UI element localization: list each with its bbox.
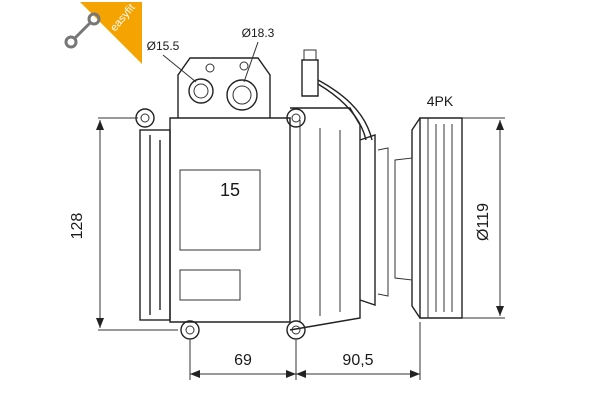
port-block xyxy=(177,57,271,118)
logo-triangle xyxy=(80,2,142,64)
mount-hole-bottom-right xyxy=(286,320,306,340)
mount-hole-bottom-left xyxy=(180,320,200,340)
diameter-label: Ø119 xyxy=(475,203,492,241)
dimension-widths: 69 90,5 xyxy=(189,322,421,380)
mount-hole-top-left xyxy=(135,108,155,128)
width-right-label: 90,5 xyxy=(342,352,373,369)
pulley xyxy=(394,117,463,319)
height-label: 128 xyxy=(69,213,86,240)
connector xyxy=(301,49,373,141)
easyfit-logo: easyfit xyxy=(58,2,142,64)
port-large-label: Ø18.3 xyxy=(242,26,275,40)
port-large-circle xyxy=(226,79,258,111)
port-small-label: Ø15.5 xyxy=(147,39,180,53)
belt-label: 4PK xyxy=(427,93,454,109)
compressor-body xyxy=(139,107,389,331)
body-label-15: 15 xyxy=(220,180,240,200)
width-left-label: 69 xyxy=(234,352,252,369)
port-small-circle xyxy=(188,78,214,104)
dimension-diameter: Ø119 xyxy=(462,117,505,319)
mount-hole-top-right xyxy=(286,108,306,128)
wrench-icon xyxy=(64,12,101,49)
dimension-height: 128 xyxy=(69,117,178,331)
